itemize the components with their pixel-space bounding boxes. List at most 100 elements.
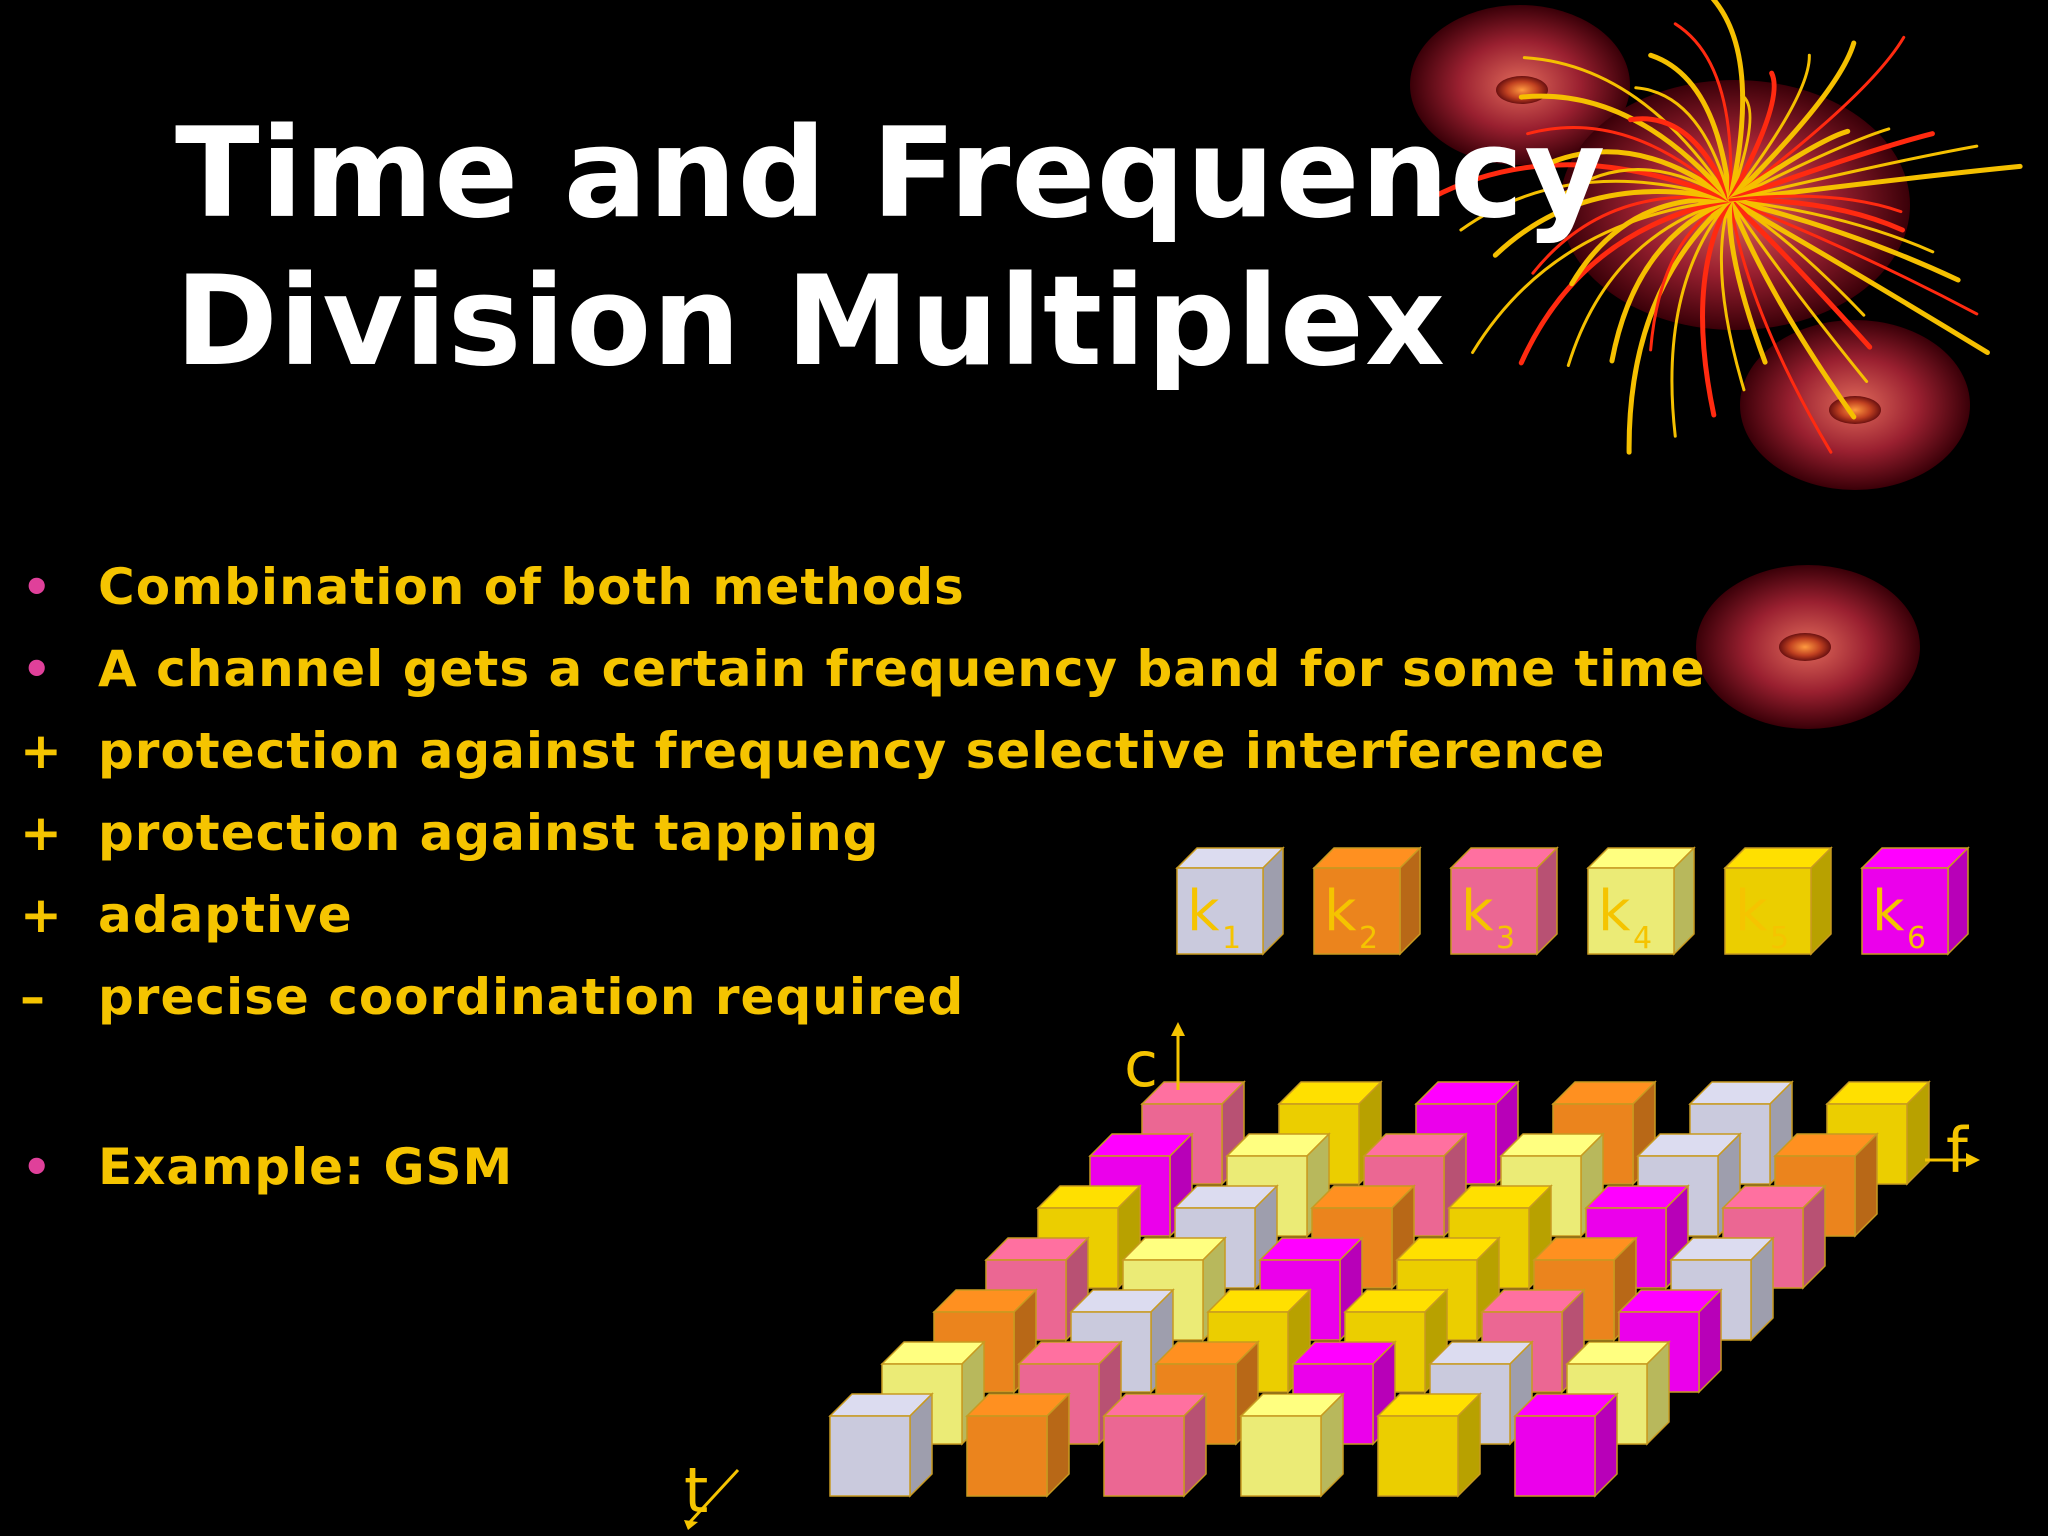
bullet-item: + protection against tapping	[0, 798, 1720, 868]
flower-ray	[1727, 197, 1961, 283]
flower-ray	[1728, 198, 1935, 254]
legend-label: k	[1324, 879, 1357, 944]
flower-ray	[1727, 197, 1905, 233]
grid-cube-k4	[1239, 1392, 1345, 1498]
flower-ray	[1539, 149, 1733, 203]
legend-subscript: 4	[1633, 921, 1652, 956]
cube-grid	[828, 1080, 1931, 1498]
flower-ray	[1526, 126, 1732, 202]
flower-ray	[1728, 194, 1903, 214]
flower-ray	[1727, 163, 2023, 203]
flower-ray	[1728, 198, 1869, 383]
flower-ray	[1728, 35, 1906, 202]
sign-marker: +	[20, 886, 63, 944]
grid-cube-k1	[828, 1392, 934, 1498]
flower-ray	[1728, 198, 1979, 316]
grid-cube-k5	[1376, 1392, 1482, 1498]
legend-label: k	[1187, 879, 1220, 944]
legend-subscript: 3	[1496, 921, 1515, 956]
flower-ray	[1728, 198, 1866, 317]
flower-ray	[1471, 198, 1732, 355]
grid-cube-k2	[965, 1392, 1071, 1498]
flower-ray	[1492, 189, 1733, 258]
bullet-text: A channel gets a certain frequency band …	[98, 640, 1706, 698]
sign-marker: +	[20, 804, 63, 862]
f-axis-arrow	[1966, 1153, 1980, 1167]
flower-ray	[1728, 53, 1811, 202]
flower-ray	[1531, 195, 1732, 275]
flower-ray	[1727, 197, 1990, 356]
flower-ray	[1710, 0, 1746, 203]
bullet-text: adaptive	[98, 886, 353, 944]
legend-subscript: 6	[1907, 921, 1926, 956]
grid-cube-k5	[1447, 1184, 1553, 1290]
legend-subscript: 1	[1222, 921, 1241, 956]
flower-ray	[1673, 22, 1733, 202]
sign-marker: –	[20, 968, 46, 1026]
flower-ray	[1728, 198, 1833, 454]
bullet-text: Combination of both methods	[98, 558, 965, 616]
flower-ray	[1728, 127, 1891, 202]
bullet-item: •Example: GSM	[0, 1132, 1720, 1202]
bullet-item: + adaptive	[0, 880, 1720, 950]
bullet-text: protection against frequency selective i…	[98, 722, 1606, 780]
flower-ray	[1518, 197, 1733, 366]
bullet-marker: •	[22, 560, 53, 614]
flower-ray	[1429, 162, 1733, 203]
bullet-text: precise coordination required	[98, 968, 965, 1026]
flower-disc-lower	[1696, 565, 1920, 729]
t-axis-label: t	[684, 1454, 708, 1527]
slide-title: Time and Frequency Division Multiplex	[175, 100, 1606, 396]
flower-ray	[1719, 198, 1746, 392]
flower-ray	[1626, 197, 1733, 455]
legend-label: k	[1872, 879, 1905, 944]
flower-ray	[1628, 116, 1733, 203]
bullet-item: • Combination of both methods	[0, 552, 1720, 622]
bullet-marker: •	[22, 1140, 53, 1194]
legend-subscript: 2	[1359, 921, 1378, 956]
legend-label: k	[1598, 879, 1631, 944]
sign-marker: +	[20, 722, 63, 780]
flower-ray	[1670, 198, 1732, 438]
f-axis-label: f	[1946, 1114, 1970, 1187]
flower-ray	[1727, 131, 1935, 203]
grid-cube-k6	[1513, 1392, 1619, 1498]
flower-ray	[1569, 196, 1733, 287]
t-axis-line	[688, 1468, 740, 1524]
flower-ray	[1648, 52, 1733, 203]
flower-ray	[1727, 197, 1857, 420]
grid-cube-k3	[1102, 1392, 1208, 1498]
flower-ray	[1518, 93, 1733, 203]
flower-ray	[1522, 56, 1732, 202]
flower-ray	[1727, 70, 1777, 203]
bullet-marker: •	[22, 642, 53, 696]
bullet-item: –precise coordination required	[0, 962, 1720, 1032]
title-line-1: Time and Frequency	[175, 102, 1607, 246]
flower-ray	[1727, 197, 1873, 350]
bullet-item: + protection against frequency selective …	[0, 716, 1720, 786]
flower-ray	[1728, 144, 1979, 202]
bullet-text: protection against tapping	[98, 804, 880, 862]
flower-ray	[1728, 93, 1752, 202]
title-line-2: Division Multiplex	[175, 250, 1447, 394]
flower-ray	[1609, 197, 1733, 364]
c-axis-label: c	[1124, 1028, 1158, 1101]
flower-ray	[1566, 198, 1732, 367]
flower-ray	[1727, 40, 1857, 203]
legend-label: k	[1735, 879, 1768, 944]
flower-ray	[1727, 197, 1768, 365]
legend-subscript: 5	[1770, 921, 1789, 956]
axes: c f t	[684, 1022, 1980, 1530]
bullet-list: • Combination of both methods • A channel g…	[0, 552, 1720, 1214]
bullet-item: • A channel gets a certain frequency band…	[0, 634, 1720, 704]
flower-rays	[1429, 0, 2023, 455]
legend-label: k	[1461, 879, 1494, 944]
